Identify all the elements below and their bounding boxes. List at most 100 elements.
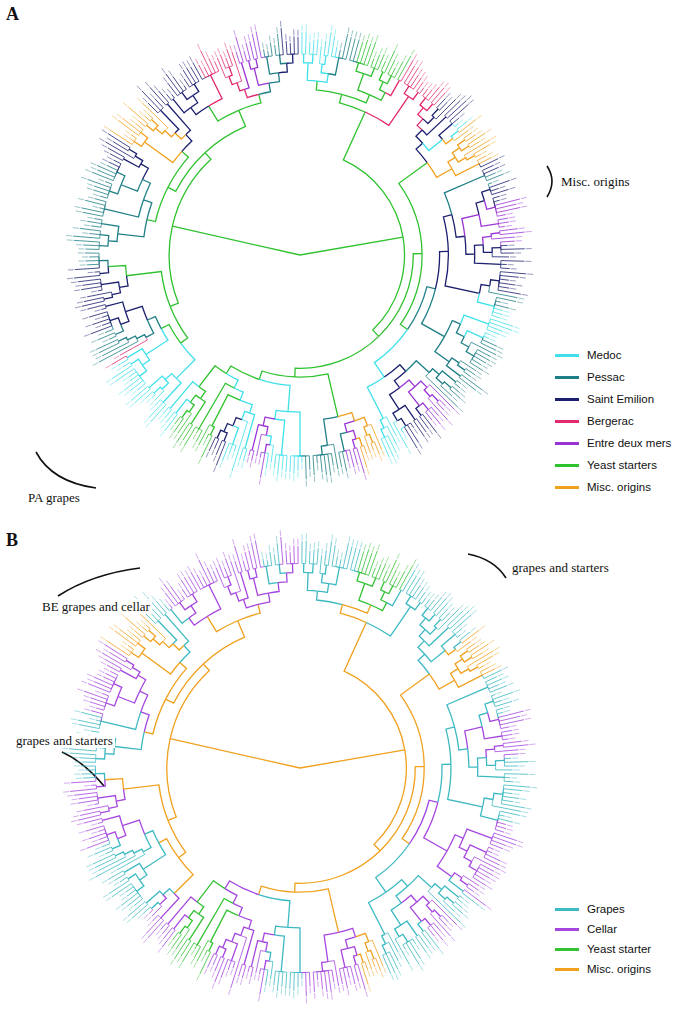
tree-branch (293, 36, 295, 54)
tree-branch (264, 961, 269, 970)
leaf-tip (529, 774, 535, 775)
tree-branch (288, 412, 300, 456)
leaf-tip (490, 879, 495, 882)
leaf-tip (306, 480, 307, 486)
tree-branch (417, 82, 424, 92)
leaf-tip (79, 248, 85, 249)
tree-branch (121, 312, 129, 325)
leaf-tip (177, 574, 180, 579)
leaf-tip (159, 578, 163, 583)
tree-branch (199, 425, 212, 445)
leaf-tip (84, 695, 90, 697)
tree-branch (248, 570, 254, 579)
leaf-tip (91, 340, 97, 342)
tree-branch (140, 869, 147, 880)
leaf-tip (399, 962, 402, 967)
leaf-tip (509, 245, 515, 246)
leaf-tip (80, 220, 86, 222)
tree-branch (96, 754, 105, 759)
tree-branch (105, 659, 122, 670)
tree-branch (226, 58, 229, 67)
tree-branch (155, 400, 164, 406)
tree-branch (380, 767, 424, 851)
leaf-tip (86, 325, 92, 327)
leaf-tip (104, 668, 109, 671)
tree-branch (166, 412, 176, 423)
tree-branch (300, 456, 306, 480)
leaf-tip (318, 541, 319, 547)
tree-branch (189, 914, 204, 940)
leaf-tip (276, 27, 278, 33)
tree-branch (439, 890, 446, 900)
tree-branch (75, 261, 100, 270)
leaf-tip (80, 849, 86, 851)
leaf-tip (167, 89, 171, 94)
tree-branch (286, 41, 292, 55)
leaf-tip (82, 681, 88, 683)
leaf-tip (268, 545, 270, 551)
leaf-tip (371, 37, 373, 43)
leaf-tip (293, 475, 294, 481)
leaf-tip (501, 194, 507, 196)
tree-branch (225, 558, 231, 576)
tree-branch (94, 681, 114, 688)
tree-branch (469, 862, 477, 871)
tree-branch (419, 592, 426, 602)
leaf-tip (511, 178, 517, 180)
tree-branch (479, 713, 488, 727)
leaf-tip (382, 451, 384, 457)
leaf-tip (432, 946, 436, 951)
tree-branch (144, 142, 181, 163)
leaf-tip (272, 986, 274, 992)
leaf-tip (501, 335, 507, 337)
leaf-tip (322, 474, 324, 480)
tree-branch (495, 207, 520, 212)
leaf-tip (514, 801, 520, 803)
tree-branch (499, 281, 515, 285)
tree-branch (180, 595, 185, 602)
tree-branch (399, 163, 427, 254)
tree-branch (503, 793, 513, 795)
leaf-tip (289, 990, 290, 996)
tree-branch (458, 119, 476, 132)
tree-branch (189, 911, 199, 918)
tree-branch (115, 369, 139, 382)
leaf-tip (314, 543, 315, 549)
tree-branch (197, 902, 204, 914)
tree-branch (231, 942, 237, 961)
tree-branch (70, 787, 97, 792)
leaf-tip (214, 467, 216, 473)
tree-branch (371, 603, 387, 611)
leaf-tip (74, 289, 80, 291)
tree-branch (254, 68, 269, 85)
tree-branch (439, 917, 446, 926)
leaf-tip (364, 544, 366, 550)
tree-branch (74, 274, 100, 279)
tree-branch (465, 727, 482, 749)
tree-branch (323, 971, 332, 993)
tree-branch (152, 915, 161, 921)
tree-branch (345, 966, 355, 984)
leaf-tip (513, 729, 519, 730)
leaf-tip (497, 355, 502, 358)
tree-branch (245, 552, 250, 570)
leaf-tip (334, 983, 336, 989)
tree-branch (120, 670, 138, 679)
tree-branch (419, 629, 425, 640)
leaf-tip (68, 269, 74, 270)
tree-branch (313, 39, 318, 55)
leaf-tip (212, 983, 214, 989)
tree-branch (414, 420, 425, 437)
leaf-tip (469, 126, 474, 130)
tree-branch (278, 573, 287, 583)
leaf-tip (500, 682, 506, 684)
leaf-tip (158, 948, 162, 953)
leaf-tip (425, 437, 428, 442)
leaf-tip (280, 530, 281, 536)
tree-branch (441, 634, 455, 650)
tree-branch (134, 849, 143, 853)
tree-branch (324, 417, 338, 446)
tree-branch (120, 877, 128, 882)
tree-branch (181, 940, 191, 956)
tree-branch (459, 838, 467, 851)
